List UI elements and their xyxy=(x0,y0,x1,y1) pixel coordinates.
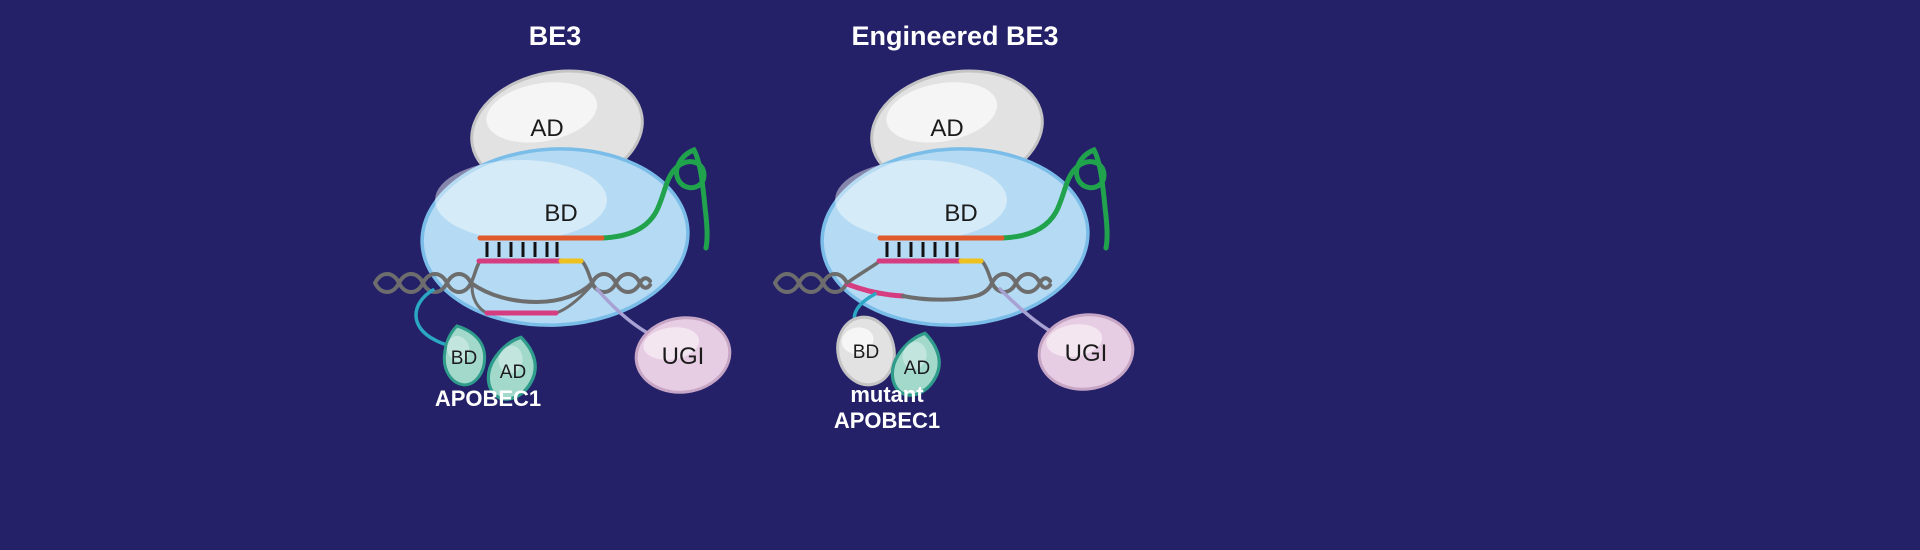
panel-be3: BE3 AD BD xyxy=(373,21,732,411)
apobec-bd-shape xyxy=(442,324,487,387)
panel-title: BE3 xyxy=(529,21,582,51)
bd-domain-label: BD xyxy=(544,200,577,227)
ugi-highlight xyxy=(1046,324,1103,357)
base-pairing-marks xyxy=(885,242,959,257)
apobec-name-line2: APOBEC1 xyxy=(834,408,940,433)
dna-helix-left xyxy=(773,272,849,294)
sgrna-scaffold xyxy=(999,146,1110,251)
panel-title: Engineered BE3 xyxy=(851,21,1058,51)
dna-bottom-strand xyxy=(469,281,594,305)
apobec-bd-label: BD xyxy=(451,348,477,369)
ad-domain-highlight xyxy=(886,82,998,143)
apobec-ad-label: AD xyxy=(904,358,930,379)
mutant-apobec-bd-highlight xyxy=(841,327,874,354)
apobec-ad-lobe xyxy=(486,335,537,401)
panel-engineered-be3: Engineered BE3 AD BD BD xyxy=(773,21,1135,433)
ugi-label: UGI xyxy=(1065,340,1108,367)
ad-domain-highlight xyxy=(486,82,598,143)
edited-strand-segment xyxy=(844,281,906,299)
sgrna-scaffold xyxy=(599,146,710,251)
ad-domain-label: AD xyxy=(930,115,963,142)
apobec-ad-shape xyxy=(486,335,537,401)
ugi-domain xyxy=(1037,313,1135,391)
cas9-highlight xyxy=(835,160,1007,240)
ad-domain-label: AD xyxy=(530,115,563,142)
apobec-bd-highlight xyxy=(446,335,470,362)
mutant-apobec-bd-domain xyxy=(836,315,896,387)
apobec-ad-label: AD xyxy=(500,362,526,383)
ugi-label: UGI xyxy=(662,343,705,370)
apobec-bd-lobe xyxy=(442,324,487,387)
apobec-ad-highlight xyxy=(902,341,927,370)
apobec-bd-label: BD xyxy=(853,342,879,363)
apobec-name-line1: APOBEC1 xyxy=(435,386,541,411)
dna-helix-right xyxy=(590,272,652,294)
apobec-ad-shape xyxy=(890,331,941,397)
ugi-highlight xyxy=(643,327,700,360)
apobec-ad-lobe xyxy=(890,331,941,397)
dna-bottom-strand xyxy=(901,281,994,302)
cas9-highlight xyxy=(435,160,607,240)
ugi-domain xyxy=(634,316,732,394)
base-pairing-marks xyxy=(485,242,559,257)
apobec-ad-highlight xyxy=(498,345,523,374)
apobec-name-line1: mutant xyxy=(850,382,924,407)
dna-helix-left xyxy=(373,272,473,294)
bd-domain-label: BD xyxy=(944,200,977,227)
